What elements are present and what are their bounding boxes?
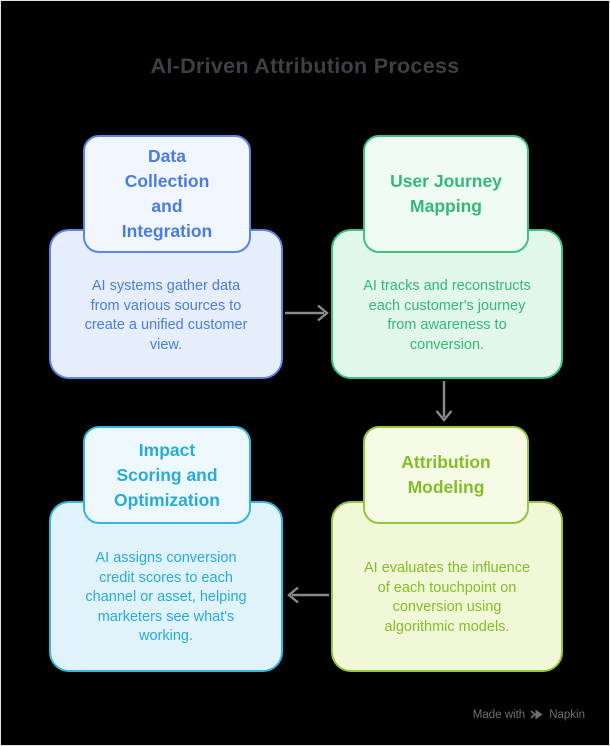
arrow-right-icon: [285, 304, 329, 322]
watermark-prefix: Made with: [472, 708, 526, 721]
made-with-napkin-watermark: Made with Napkin: [473, 708, 585, 721]
arrow-down-icon: [435, 381, 453, 422]
node-description-box: AI systems gather data from various sour…: [49, 229, 283, 379]
node-description: AI tracks and reconstructs each customer…: [363, 278, 531, 353]
node-title: Data Collection and Integration: [121, 146, 213, 241]
watermark-brand: Napkin: [549, 708, 585, 721]
node-description: AI systems gather data from various sour…: [84, 278, 248, 353]
node-title-box: Impact Scoring and Optimization: [83, 426, 251, 524]
napkin-logo-icon: [530, 709, 543, 720]
node-title-box: Data Collection and Integration: [83, 135, 251, 253]
node-title: Impact Scoring and Optimization: [114, 439, 220, 510]
page-title: AI-Driven Attribution Process: [150, 54, 460, 78]
node-title-box: Attribution Modeling: [363, 426, 529, 524]
node-description-box: AI assigns conversion credit scores to e…: [49, 501, 283, 672]
node-description: AI assigns conversion credit scores to e…: [85, 550, 247, 645]
node-description: AI evaluates the influence of each touch…: [363, 560, 531, 635]
node-title-box: User Journey Mapping: [363, 135, 529, 253]
arrow-left-icon: [287, 586, 329, 604]
node-description-box: AI evaluates the influence of each touch…: [331, 501, 563, 672]
node-title: User Journey Mapping: [390, 171, 502, 216]
node-title: Attribution Modeling: [401, 452, 491, 497]
